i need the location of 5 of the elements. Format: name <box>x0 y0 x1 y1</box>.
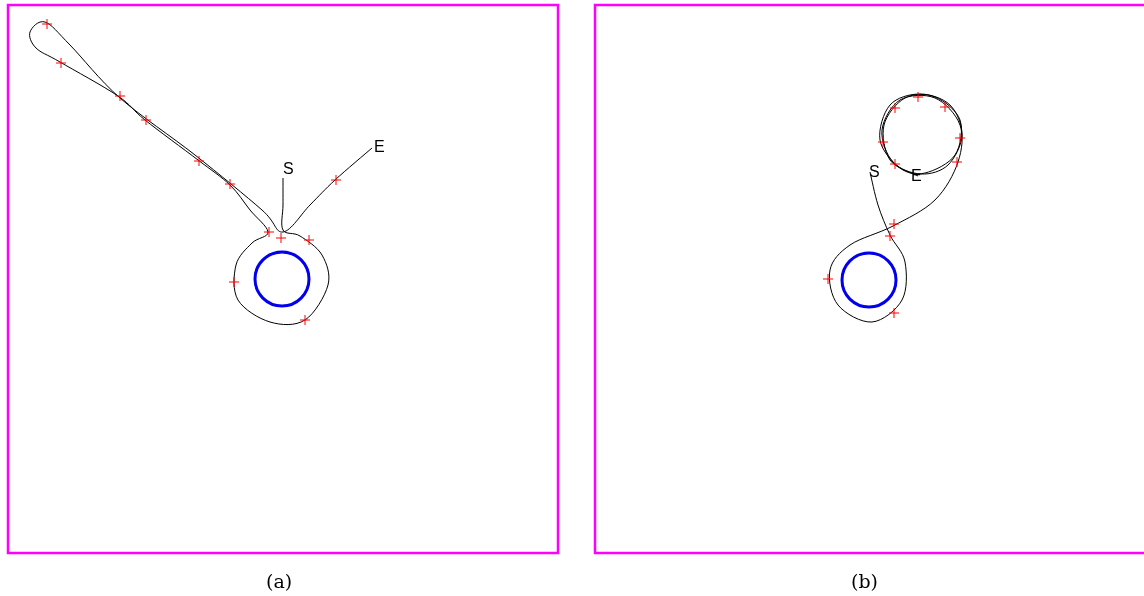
panel-caption: (a) <box>266 571 293 591</box>
point-label: E <box>374 139 385 155</box>
point-label: S <box>283 161 294 177</box>
point-label: S <box>869 164 880 180</box>
panel-caption: (b) <box>851 571 878 591</box>
